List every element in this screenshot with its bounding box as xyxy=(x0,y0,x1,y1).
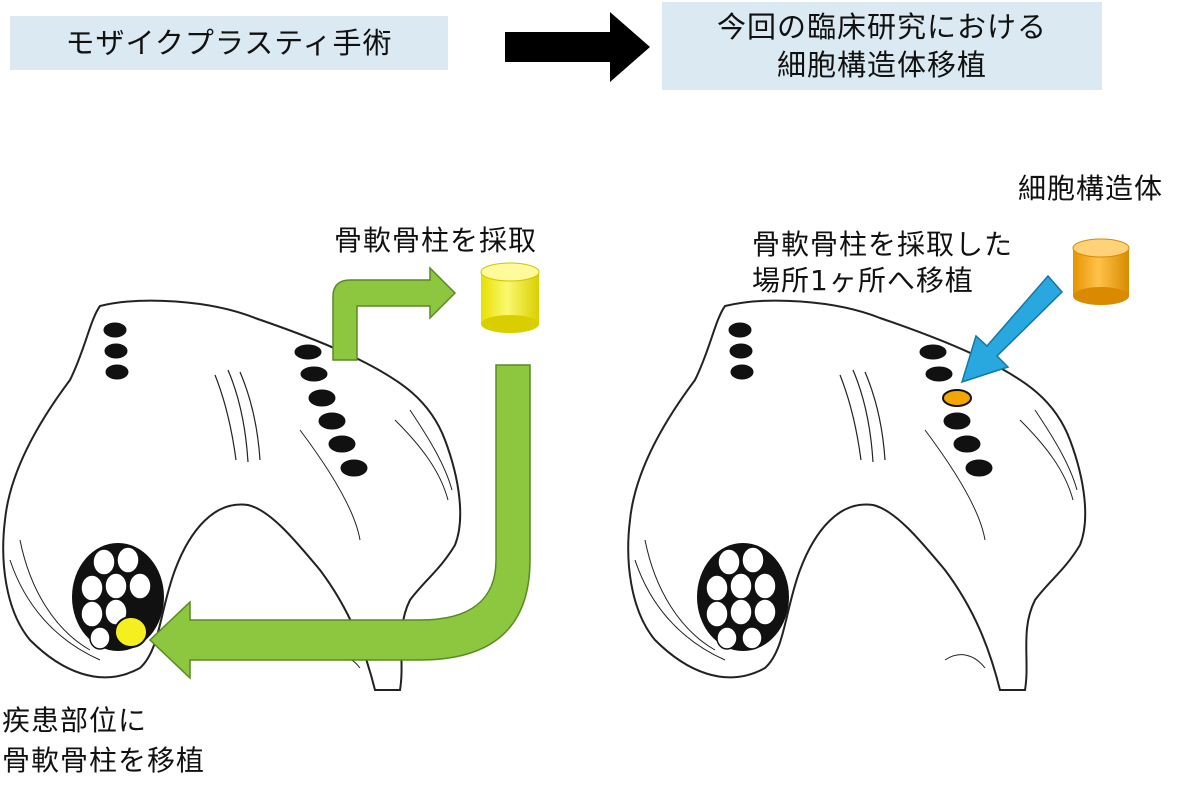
left-donor-holes-upper xyxy=(104,323,128,379)
transplant-label-line1: 疾患部位に xyxy=(2,702,147,740)
transplant-label-line2: 骨軟骨柱を移植 xyxy=(2,742,205,780)
cell-construct-icon xyxy=(1073,239,1129,305)
site-label-line2: 場所1ヶ所へ移植 xyxy=(752,262,974,300)
harvest-arrow xyxy=(333,268,455,360)
right-femur-illustration xyxy=(628,301,1085,690)
construct-label: 細胞構造体 xyxy=(1018,170,1163,208)
implant-arrow xyxy=(962,276,1062,382)
left-mosaic-defect xyxy=(72,543,164,651)
right-mosaic-defect xyxy=(697,543,789,651)
implanted-construct xyxy=(943,390,971,406)
osteochondral-plug-icon xyxy=(481,263,539,333)
site-label-line1: 骨軟骨柱を採取した xyxy=(752,226,1013,264)
right-donor-holes-upper xyxy=(729,323,753,379)
transition-arrow xyxy=(505,12,650,82)
harvest-label: 骨軟骨柱を採取 xyxy=(334,222,537,260)
